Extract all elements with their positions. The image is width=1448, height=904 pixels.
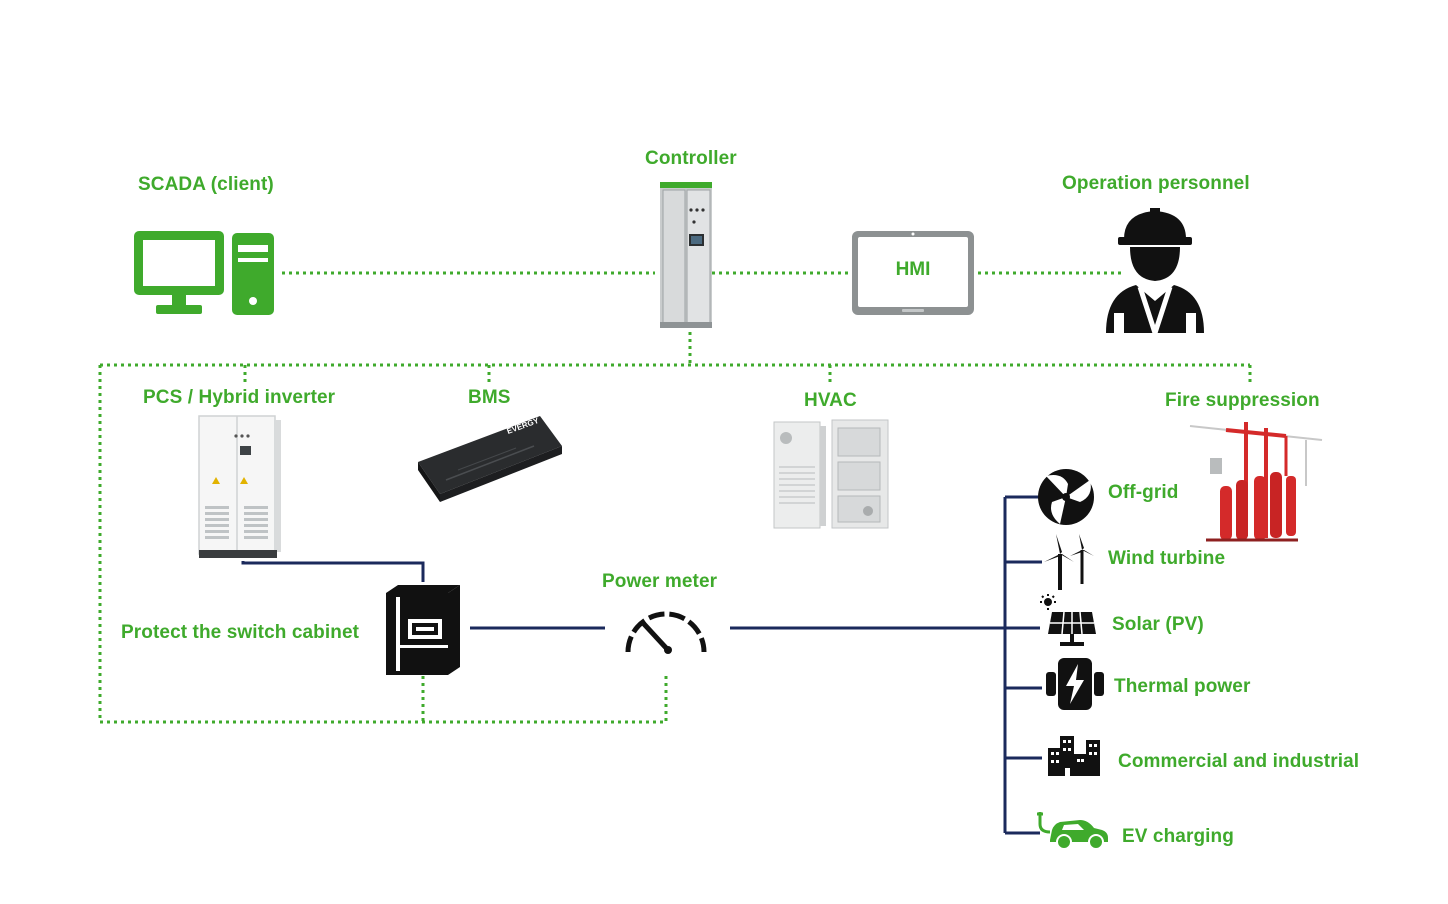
scada-computer-icon — [132, 228, 277, 318]
solar-panel-icon — [1038, 594, 1098, 648]
load-label-thermal: Thermal power — [1114, 676, 1251, 697]
buildings-icon — [1046, 734, 1102, 778]
power-meter-gauge-icon — [622, 606, 710, 656]
bms-module-icon: EVERGY — [416, 412, 564, 504]
power-links — [241, 495, 1042, 835]
controller-cabinet-icon — [658, 180, 716, 330]
hmi-tablet-icon: HMI — [850, 229, 976, 317]
fire-suppression-icon — [1186, 416, 1326, 550]
communication-links — [98, 271, 1252, 724]
pcs-label: PCS / Hybrid inverter — [143, 387, 336, 408]
wind-turbine-icon — [1042, 532, 1098, 592]
scada-label: SCADA (client) — [138, 174, 274, 195]
power-pcs-cabinet — [241, 561, 425, 582]
load-label-ev: EV charging — [1122, 826, 1234, 847]
load-label-wind-turbine: Wind turbine — [1108, 548, 1226, 569]
worker-helmet-icon — [1102, 205, 1208, 335]
hmi-label: HMI — [895, 259, 931, 280]
hvac-unit-icon — [772, 418, 892, 532]
ev-car-icon — [1036, 808, 1110, 852]
controller-label: Controller — [645, 148, 737, 169]
switch-cabinet-icon — [384, 583, 464, 677]
load-label-commercial: Commercial and industrial — [1118, 751, 1360, 772]
hvac-label: HVAC — [804, 390, 857, 411]
power-meter-label: Power meter — [602, 571, 718, 592]
pcs-hybrid-inverter-icon — [196, 412, 282, 562]
bms-label: BMS — [468, 387, 511, 408]
load-label-solar: Solar (PV) — [1112, 614, 1204, 635]
operation-personnel-label: Operation personnel — [1062, 173, 1250, 194]
off-grid-icon — [1034, 466, 1098, 528]
switch-cabinet-label: Protect the switch cabinet — [121, 622, 360, 643]
thermal-power-icon — [1044, 656, 1106, 712]
load-label-off-grid: Off-grid — [1108, 482, 1179, 503]
fire-suppression-label: Fire suppression — [1165, 390, 1320, 411]
